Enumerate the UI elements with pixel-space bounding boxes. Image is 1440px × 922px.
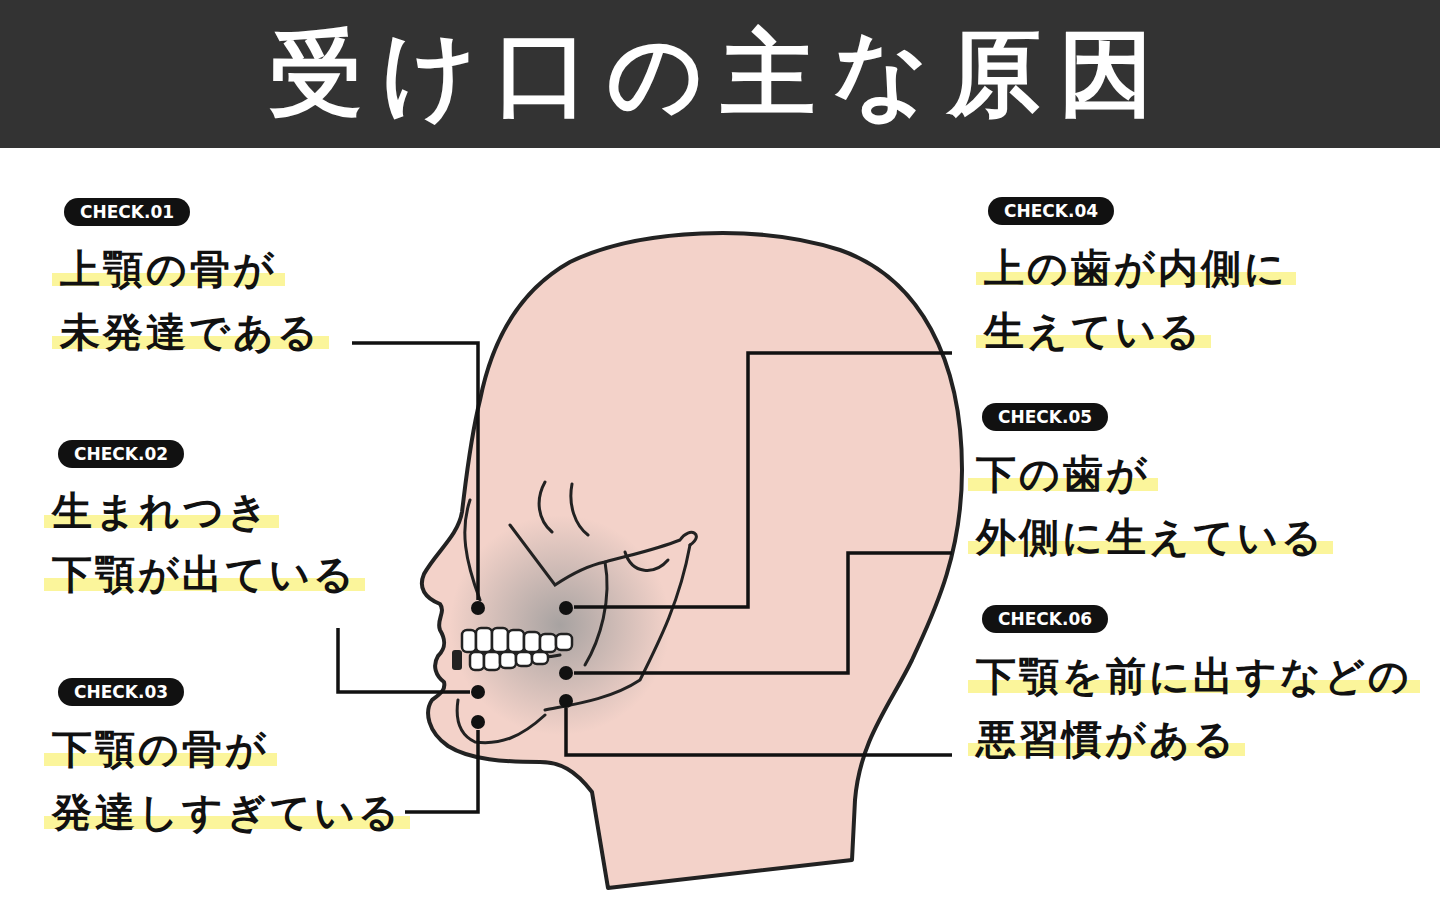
- check-badge: CHECK.05: [982, 403, 1108, 431]
- cause-text: 下の歯が 外側に生えている: [968, 451, 1333, 560]
- cause-text: 下顎を前に出すなどの 悪習慣がある: [968, 653, 1420, 762]
- check-number: CHECK.06: [998, 609, 1092, 629]
- cause-text: 上顎の骨が 未発達である: [52, 238, 329, 364]
- cause-text: 上の歯が内側に 生えている: [976, 245, 1296, 354]
- check-number: CHECK.05: [998, 407, 1092, 427]
- check-badge: CHECK.02: [58, 440, 184, 468]
- leader-lines: [338, 343, 952, 812]
- cause-text: 下顎を前に出すなどの 悪習慣がある: [968, 645, 1420, 771]
- cause-text: 生まれつき 下顎が出ている: [44, 488, 365, 597]
- check-badge: CHECK.01: [64, 198, 190, 226]
- cause-text: 下顎の骨が 発達しすぎている: [44, 718, 410, 844]
- check-number: CHECK.02: [74, 444, 168, 464]
- cause-text: 下の歯が 外側に生えている: [968, 443, 1333, 569]
- check-badge: CHECK.04: [988, 197, 1114, 225]
- check-number: CHECK.03: [74, 682, 168, 702]
- check-badge: CHECK.06: [982, 605, 1108, 633]
- cause-text: 上顎の骨が 未発達である: [52, 246, 329, 355]
- page-title: 受け口の主な原因: [0, 0, 1440, 148]
- check-number: CHECK.01: [80, 202, 174, 222]
- cause-text: 上の歯が内側に 生えている: [976, 237, 1296, 363]
- cause-text: 生まれつき 下顎が出ている: [44, 480, 365, 606]
- check-number: CHECK.04: [1004, 201, 1098, 221]
- check-badge: CHECK.03: [58, 678, 184, 706]
- cause-text: 下顎の骨が 発達しすぎている: [44, 726, 410, 835]
